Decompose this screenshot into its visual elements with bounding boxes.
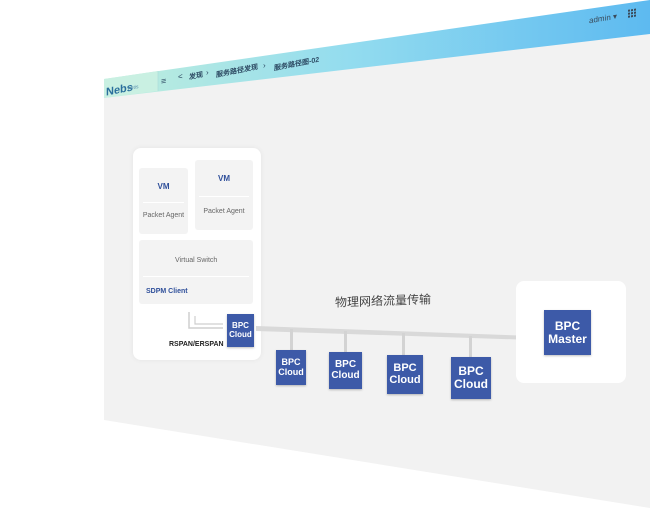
packet-agent-label: Packet Agent bbox=[142, 212, 185, 219]
sdpm-client-label: SDPM Client bbox=[146, 288, 188, 295]
cloud-label: Cloud bbox=[389, 373, 421, 386]
bpc-cloud-2[interactable]: BPC Cloud bbox=[329, 352, 362, 389]
bpc-label: BPC bbox=[281, 357, 301, 368]
bpc-label: BPC bbox=[458, 364, 484, 379]
cloud-label: Cloud bbox=[331, 369, 360, 381]
cloud-label: Cloud bbox=[454, 377, 488, 391]
vm-card-2[interactable]: VM Packet Agent bbox=[195, 160, 253, 230]
bpc-cloud-4[interactable]: BPC Cloud bbox=[451, 357, 491, 399]
packet-agent-label: Packet Agent bbox=[203, 208, 245, 215]
divider bbox=[143, 202, 184, 203]
bpc-label: BPC bbox=[232, 321, 249, 331]
vm-title: VM bbox=[157, 182, 170, 191]
vm-card-1[interactable]: VM Packet Agent bbox=[139, 168, 188, 234]
virtual-switch-label: Virtual Switch bbox=[175, 257, 218, 264]
divider bbox=[199, 196, 249, 197]
bpc-master[interactable]: BPC Master bbox=[544, 310, 591, 355]
bpc-cloud-3[interactable]: BPC Cloud bbox=[387, 355, 423, 394]
divider bbox=[143, 276, 249, 277]
bpc-label: BPC bbox=[334, 359, 357, 370]
host-panel: VM Packet Agent VM Packet Agent Virtual … bbox=[133, 148, 261, 360]
network-transfer-label: 物理网络流量传输 bbox=[335, 292, 432, 310]
bpc-cloud-1[interactable]: BPC Cloud bbox=[276, 350, 306, 385]
rspan-connector bbox=[188, 312, 223, 329]
bpc-cloud-host[interactable]: BPC Cloud bbox=[227, 314, 254, 347]
cloud-label: Cloud bbox=[229, 329, 252, 339]
cloud-label: Cloud bbox=[278, 366, 304, 377]
bpc-label: BPC bbox=[554, 318, 581, 333]
bpc-label: BPC bbox=[393, 361, 417, 374]
virtual-switch-box[interactable]: Virtual Switch SDPM Client bbox=[139, 240, 253, 304]
master-label: Master bbox=[548, 331, 587, 346]
rspan-erspan-label: RSPAN/ERSPAN bbox=[169, 341, 224, 348]
vm-title: VM bbox=[218, 174, 230, 183]
